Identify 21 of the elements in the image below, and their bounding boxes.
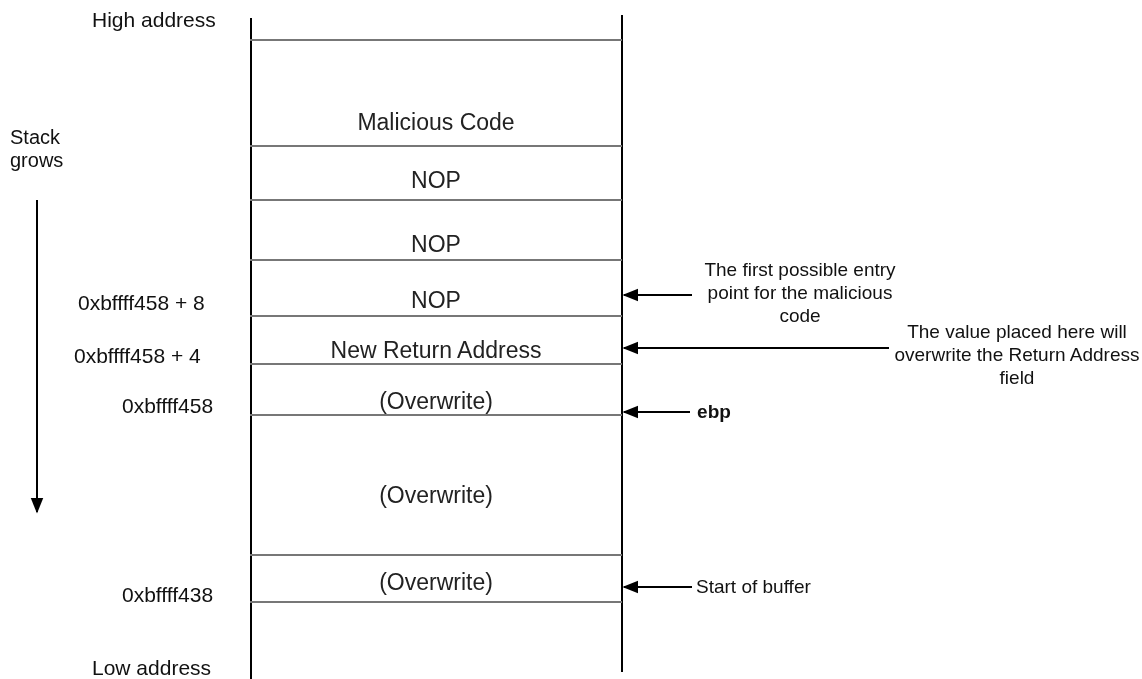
arrow xyxy=(622,288,693,302)
arrow xyxy=(622,405,691,419)
address-label: High address xyxy=(92,8,216,31)
arrow xyxy=(622,341,890,355)
stack-slot: Malicious Code xyxy=(250,39,622,146)
stack-slot: NOP xyxy=(250,199,622,260)
address-label: 0xbffff458 + 4 xyxy=(74,344,201,367)
stack-slot: New Return Address xyxy=(250,315,622,364)
stack-slot: NOP xyxy=(250,145,622,200)
stack-slot: (Overwrite) xyxy=(250,554,622,603)
address-label: 0xbffff458 xyxy=(122,394,214,417)
address-label: 0xbffff458 + 8 xyxy=(78,291,205,314)
stack-slot: (Overwrite) xyxy=(250,414,622,555)
axis-caption: Stack grows xyxy=(10,126,65,172)
address-label: 0xbffff438 xyxy=(122,583,214,606)
stack-slot: (Overwrite) xyxy=(250,363,622,415)
annotation-text: ebp xyxy=(694,400,734,423)
arrow xyxy=(622,580,693,594)
address-label: Low address xyxy=(92,656,212,679)
stack-slot: NOP xyxy=(250,259,622,316)
annotation-text: Start of buffer xyxy=(696,575,846,598)
